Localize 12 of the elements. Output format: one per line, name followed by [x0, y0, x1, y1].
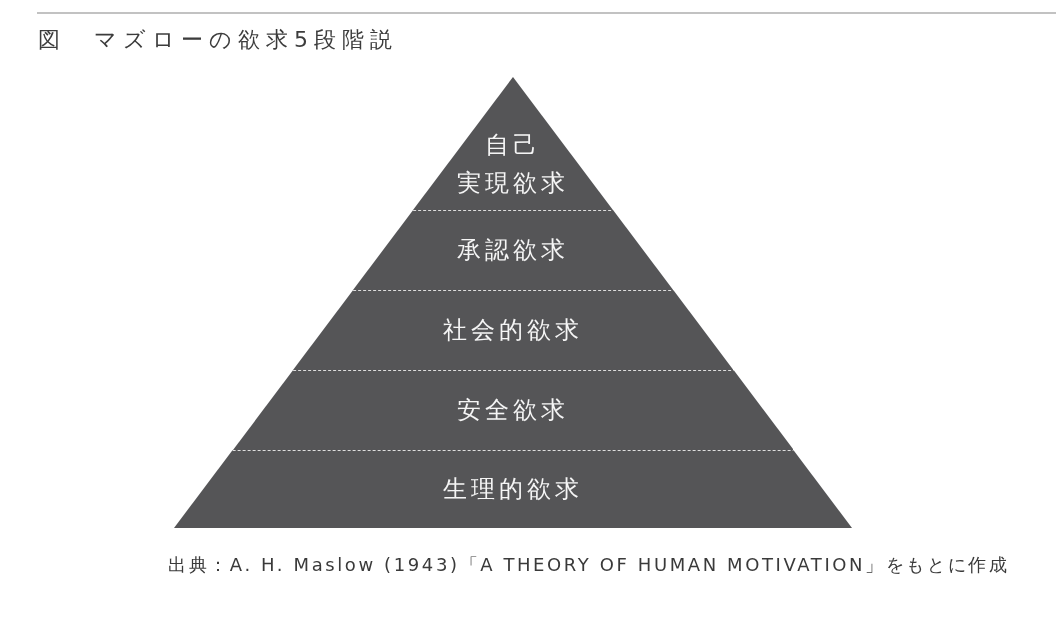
tier-label: 自己実現欲求	[456, 131, 569, 197]
pyramid-tier	[413, 77, 613, 210]
pyramid-tier	[352, 210, 674, 290]
tier-label: 安全欲求	[457, 396, 569, 424]
pyramid-tier	[174, 450, 852, 528]
tier-label: 生理的欲求	[443, 475, 583, 503]
pyramid-tier	[232, 370, 794, 450]
tier-label: 社会的欲求	[442, 316, 583, 344]
pyramid-tier	[292, 290, 734, 370]
figure-title: 図 マズローの欲求5段階説	[38, 26, 398, 54]
source-caption: 出典：A. H. Maslow (1943)「A THEORY OF HUMAN MOTIVATION」をもとに作成	[168, 553, 1010, 577]
tier-label: 承認欲求	[457, 236, 569, 264]
